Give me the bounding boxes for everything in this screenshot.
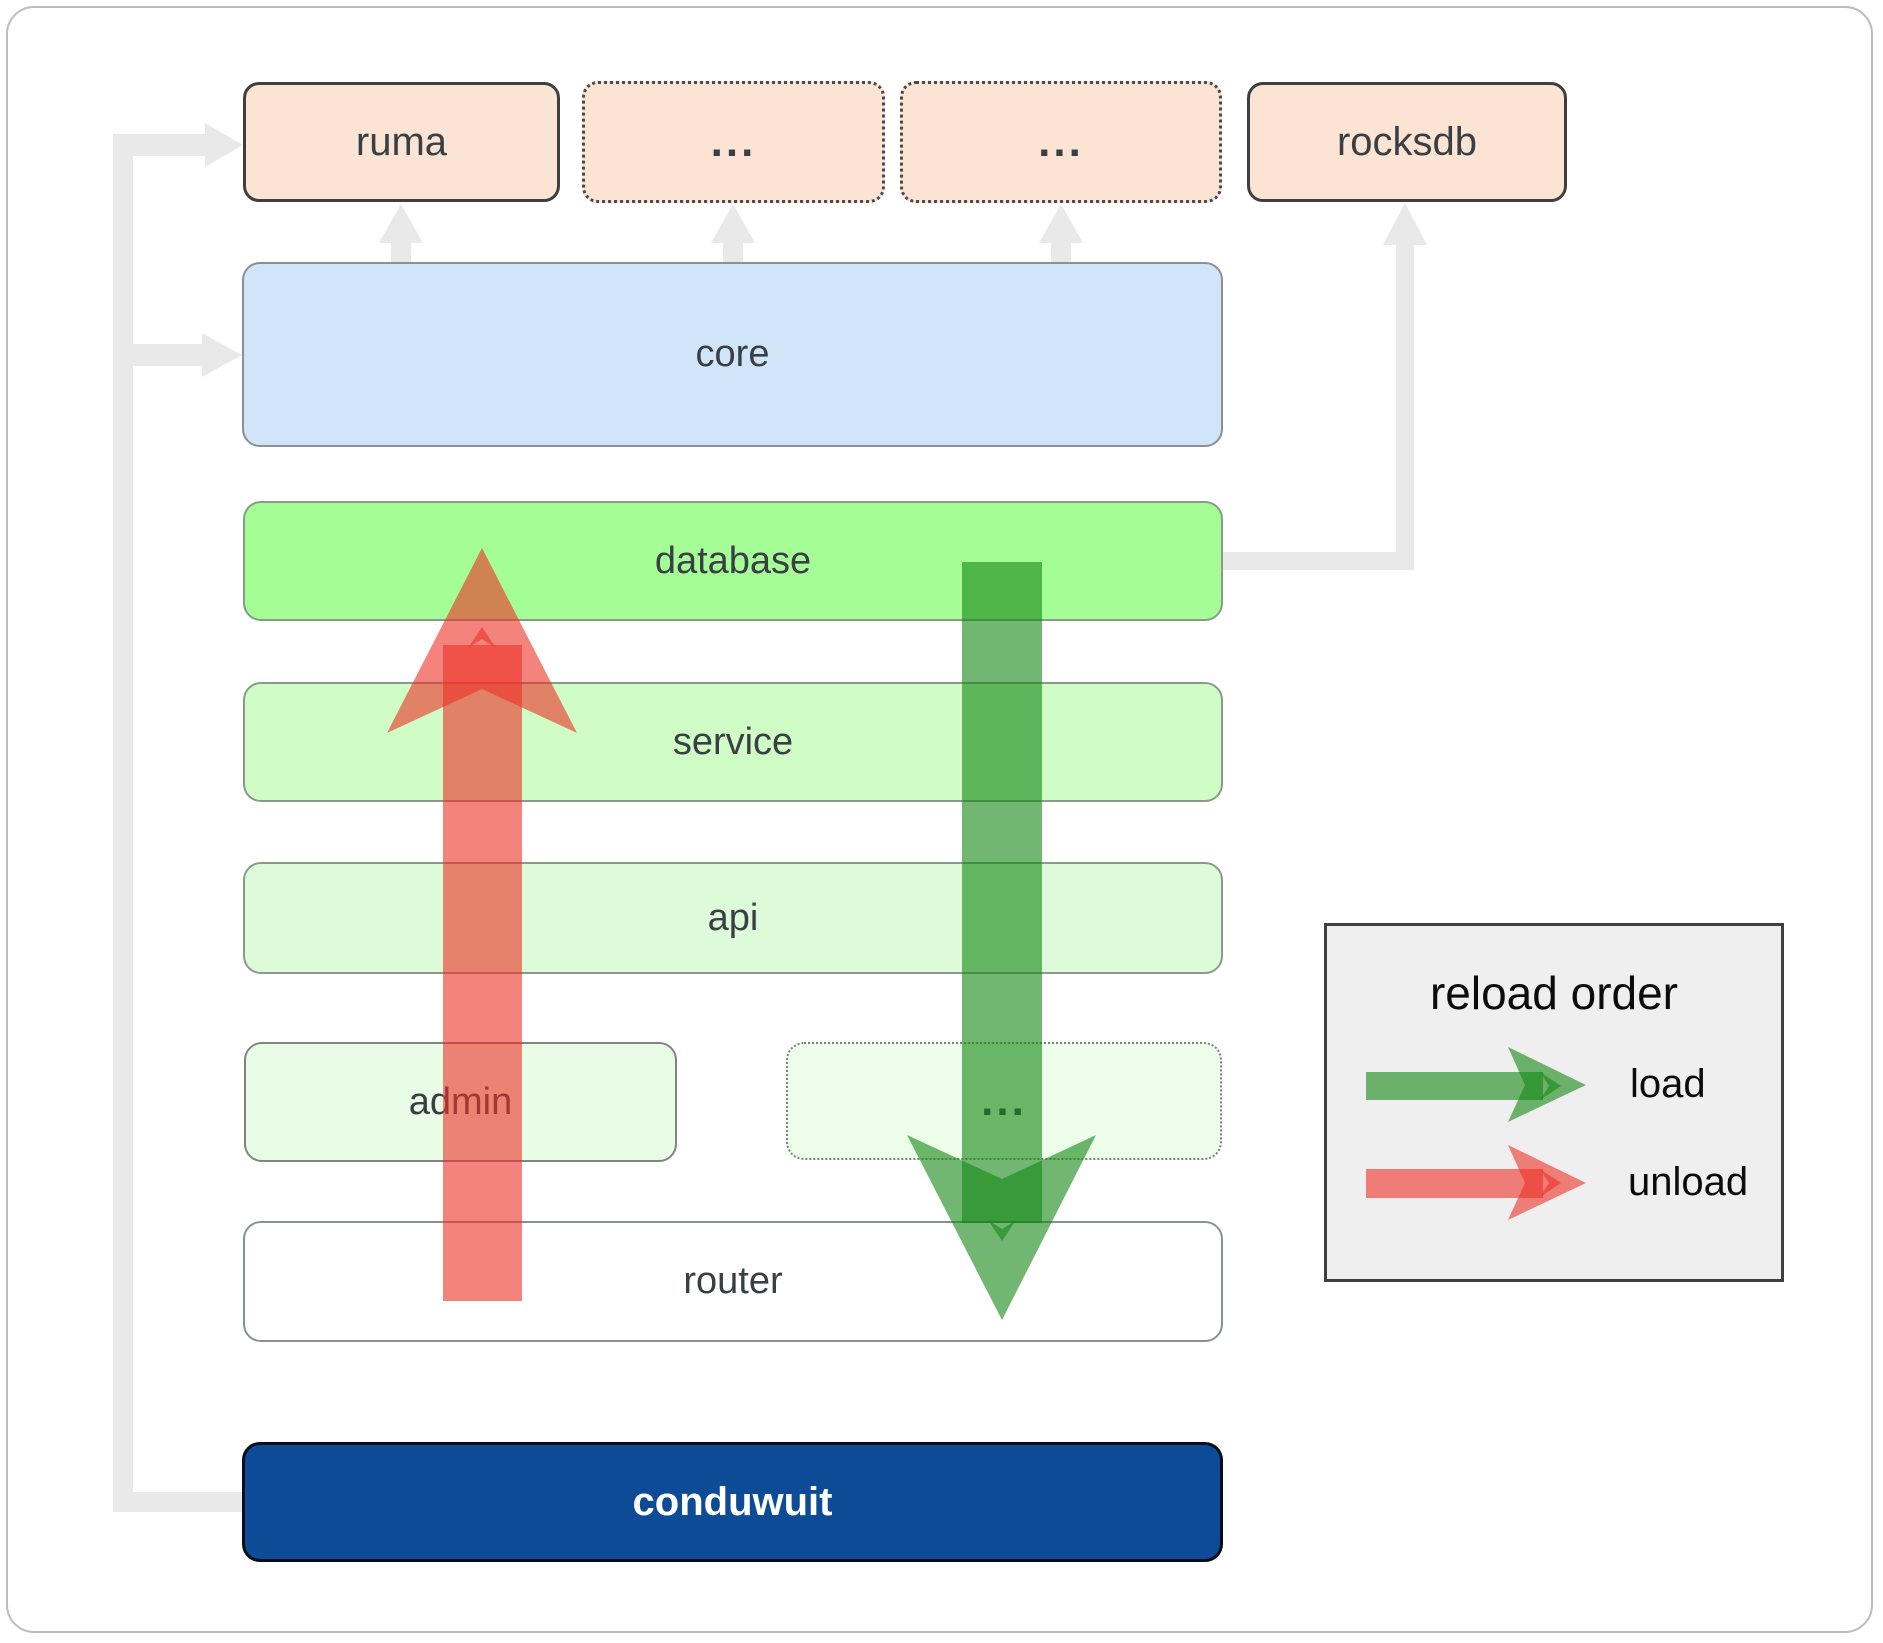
node-core-label: core (695, 333, 770, 375)
node-conduwuit-label: conduwuit (632, 1479, 833, 1524)
connector-core-ext2 (1051, 243, 1071, 263)
node-external-ellipsis-1-label: ... (710, 117, 757, 167)
legend-title: reload order (1429, 967, 1679, 1019)
arrowhead-core-ruma-icon (379, 204, 423, 243)
node-router: router (243, 1221, 1223, 1342)
arrowhead-to-core-icon (202, 333, 242, 377)
node-admin: admin (244, 1042, 677, 1162)
legend-label-unload: unload (1628, 1160, 1749, 1204)
connector-db-rocksdb-v (1396, 245, 1414, 570)
arrowhead-to-ruma-icon (205, 123, 243, 167)
arrowhead-to-rocksdb-icon (1383, 203, 1427, 245)
node-admin-ellipsis-label: ... (981, 1076, 1027, 1126)
node-router-label: router (683, 1260, 783, 1302)
node-external-ellipsis-1: ... (582, 81, 885, 203)
connector-core-ext1 (723, 243, 743, 263)
node-core: core (242, 262, 1223, 447)
connector-db-rocksdb-h (1223, 552, 1414, 570)
node-conduwuit: conduwuit (242, 1442, 1223, 1562)
node-rocksdb-label: rocksdb (1336, 119, 1478, 164)
connector-left-trunk (113, 134, 133, 1510)
node-database-label: database (654, 539, 812, 582)
connector-to-core (133, 344, 202, 366)
connector-core-ruma (391, 243, 411, 263)
legend: reload order load unload (1324, 923, 1784, 1282)
node-api-label: api (707, 896, 759, 939)
node-admin-label: admin (408, 1080, 513, 1123)
node-ruma: ruma (243, 82, 560, 202)
arrowhead-core-ext1-icon (711, 204, 755, 243)
legend-label-load: load (1630, 1062, 1706, 1106)
node-ruma-label: ruma (355, 119, 448, 164)
outer-frame (6, 6, 1873, 1633)
node-external-ellipsis-2-label: ... (1038, 117, 1084, 167)
node-service: service (243, 682, 1223, 802)
node-external-ellipsis-2: ... (900, 81, 1222, 203)
node-rocksdb: rocksdb (1247, 82, 1567, 202)
legend-load-arrow-icon (1366, 1047, 1586, 1122)
node-service-label: service (672, 720, 794, 763)
connector-from-conduwuit (113, 1492, 243, 1512)
arrowhead-core-ext2-icon (1039, 204, 1083, 243)
node-database: database (243, 501, 1223, 621)
connector-to-ruma (133, 134, 205, 156)
legend-unload-arrow-icon (1366, 1145, 1586, 1220)
node-admin-ellipsis: ... (786, 1042, 1222, 1160)
node-api: api (243, 862, 1223, 974)
